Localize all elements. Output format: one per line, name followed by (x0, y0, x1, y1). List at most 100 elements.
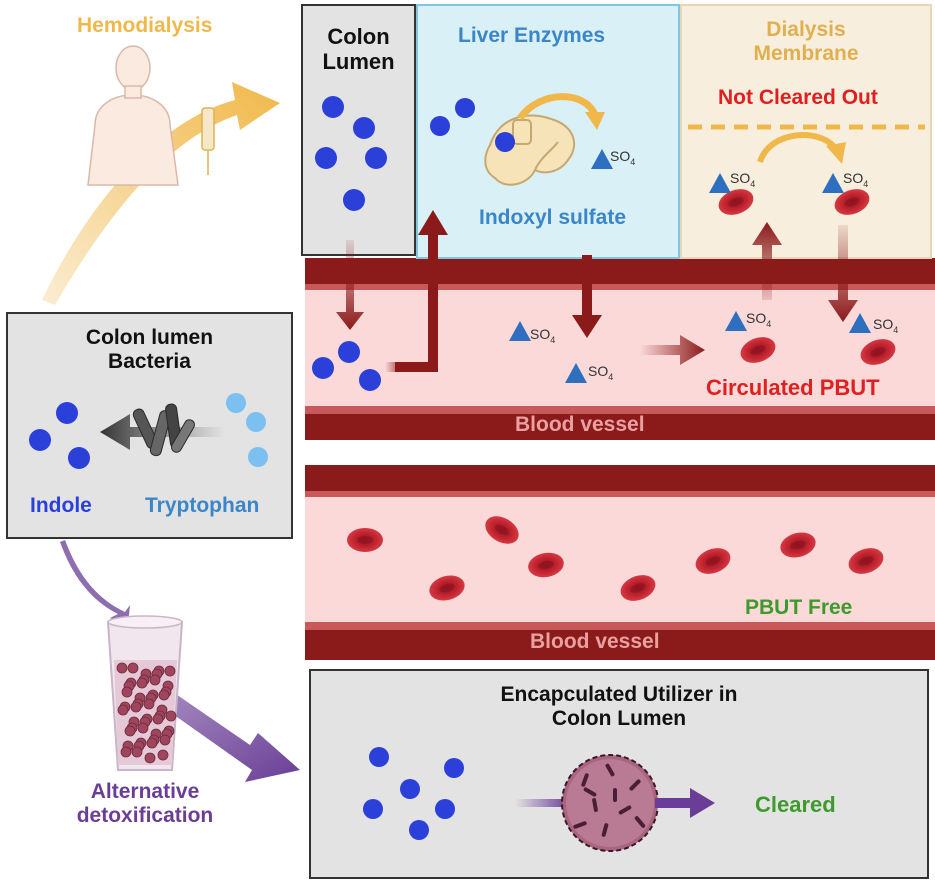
red-blood-cell-center (705, 556, 721, 566)
red-blood-cell-icon (834, 189, 870, 215)
dialysis-arrowhead-icon (826, 142, 846, 164)
molecule-dot-icon (29, 429, 51, 451)
vessel-to-liver-arrow-icon (395, 210, 448, 372)
bead-icon (146, 737, 158, 749)
red-blood-cell-icon (780, 532, 816, 558)
so4-label: SO4 (530, 326, 555, 345)
colon-lumen-label: Colon Lumen (322, 24, 395, 75)
capsule-bacterium-icon (573, 821, 587, 829)
red-blood-cell-icon (347, 528, 383, 552)
capsule-bacterium-icon (583, 787, 597, 797)
dialysis-membrane-panel (680, 4, 932, 259)
not-cleared-out-label: Not Cleared Out (718, 86, 878, 109)
bead-icon (149, 674, 161, 686)
red-blood-cell-center (630, 583, 646, 593)
red-blood-cell-icon (860, 339, 896, 365)
bead-icon (117, 704, 129, 716)
red-blood-cell-center (494, 524, 510, 536)
so4-label: SO4 (873, 316, 898, 335)
so4-text: SO (843, 170, 864, 186)
tryptophan-label: Tryptophan (145, 494, 260, 517)
colon-down-arrow-icon (336, 240, 364, 330)
bead-icon (116, 662, 128, 674)
vessel-flow-arrow-icon (640, 335, 705, 365)
molecule-dot-icon (226, 393, 246, 413)
so4-subscript: 4 (893, 324, 899, 335)
sulfate-triangle-icon (709, 173, 731, 193)
red-blood-cell-center (728, 197, 744, 207)
so4-text: SO (746, 310, 767, 326)
sulfate-triangles (509, 149, 871, 383)
alternative-detox-big-arrow-icon (160, 690, 300, 782)
vessel-molecules (312, 341, 381, 391)
bead-icon (158, 689, 170, 701)
blood-vessel-upper-label: Blood vessel (515, 413, 645, 436)
red-blood-cell-icon (429, 575, 465, 601)
molecule-dot-icon (369, 747, 389, 767)
encapsulated-molecules (363, 747, 464, 840)
alternative-detox-arrow-icon (60, 540, 130, 625)
red-blood-cell-center (844, 197, 860, 207)
so4-text: SO (730, 170, 751, 186)
molecule-dot-icon (455, 98, 475, 118)
so4-text: SO (610, 148, 631, 164)
to-capsule-arrow-icon (515, 799, 570, 807)
bead-icon (137, 722, 149, 734)
hemodialysis-label: Hemodialysis (77, 14, 213, 37)
molecule-dot-icon (400, 779, 420, 799)
so4-subscript: 4 (630, 156, 636, 167)
so4-subscript: 4 (766, 318, 772, 329)
dialysis-curved-arrow-icon (757, 132, 838, 164)
molecule-dot-icon (363, 799, 383, 819)
molecule-dot-icon (343, 189, 365, 211)
lower-blood-vessel (305, 465, 935, 660)
molecule-dot-icon (338, 341, 360, 363)
molecule-dot-icon (56, 402, 78, 424)
so4-label: SO4 (730, 170, 755, 189)
so4-subscript: 4 (863, 178, 869, 189)
sulfate-triangle-icon (725, 311, 747, 331)
red-blood-cell-center (790, 540, 806, 550)
person-icon (87, 45, 215, 186)
bead-icon (121, 686, 133, 698)
so4-label: SO4 (610, 148, 635, 167)
capsule-bacterium-icon (634, 816, 646, 828)
blood-vessel-lower-label: Blood vessel (530, 630, 660, 653)
indoxyl-sulfate-label: Indoxyl sulfate (479, 206, 627, 229)
pbut-free-label: PBUT Free (745, 596, 853, 619)
liver-enzymes-label: Liver Enzymes (458, 24, 606, 47)
bead-icon (152, 713, 164, 725)
so4-text: SO (530, 326, 551, 342)
molecule-dot-icon (435, 799, 455, 819)
molecule-dot-icon (312, 357, 334, 379)
colon-bacteria-label: Colon lumen Bacteria (85, 326, 214, 374)
tryptophan-molecules (226, 393, 268, 467)
bead-icon (136, 677, 148, 689)
bead-icon (130, 701, 142, 713)
dialysis-up-arrow-icon (752, 222, 782, 300)
molecule-dot-icon (68, 447, 90, 469)
bead-icon (159, 734, 171, 746)
bead-icon (164, 665, 176, 677)
liver-curved-arrow-icon (517, 93, 599, 121)
so4-label: SO4 (746, 310, 771, 329)
red-blood-cell-center (357, 536, 373, 544)
red-blood-cell-icon (620, 575, 656, 601)
red-blood-cell-icon (718, 189, 754, 215)
colon-lumen-molecules (315, 96, 387, 211)
so4-subscript: 4 (750, 178, 756, 189)
alternative-detox-label: Alternative detoxification (76, 780, 214, 828)
capsule-bacterium-icon (581, 773, 589, 787)
molecule-dot-icon (359, 369, 381, 391)
molecule-dot-icon (322, 96, 344, 118)
indole-molecules (29, 402, 90, 469)
capsule-bacterium-icon (601, 823, 609, 837)
molecule-dot-icon (409, 820, 429, 840)
molecule-dot-icon (444, 758, 464, 778)
bead-icon (131, 746, 143, 758)
molecule-dot-icon (353, 117, 375, 139)
liver-arrowhead-icon (585, 112, 605, 130)
sulfate-triangle-icon (565, 363, 587, 383)
red-blood-cell-center (538, 560, 554, 570)
